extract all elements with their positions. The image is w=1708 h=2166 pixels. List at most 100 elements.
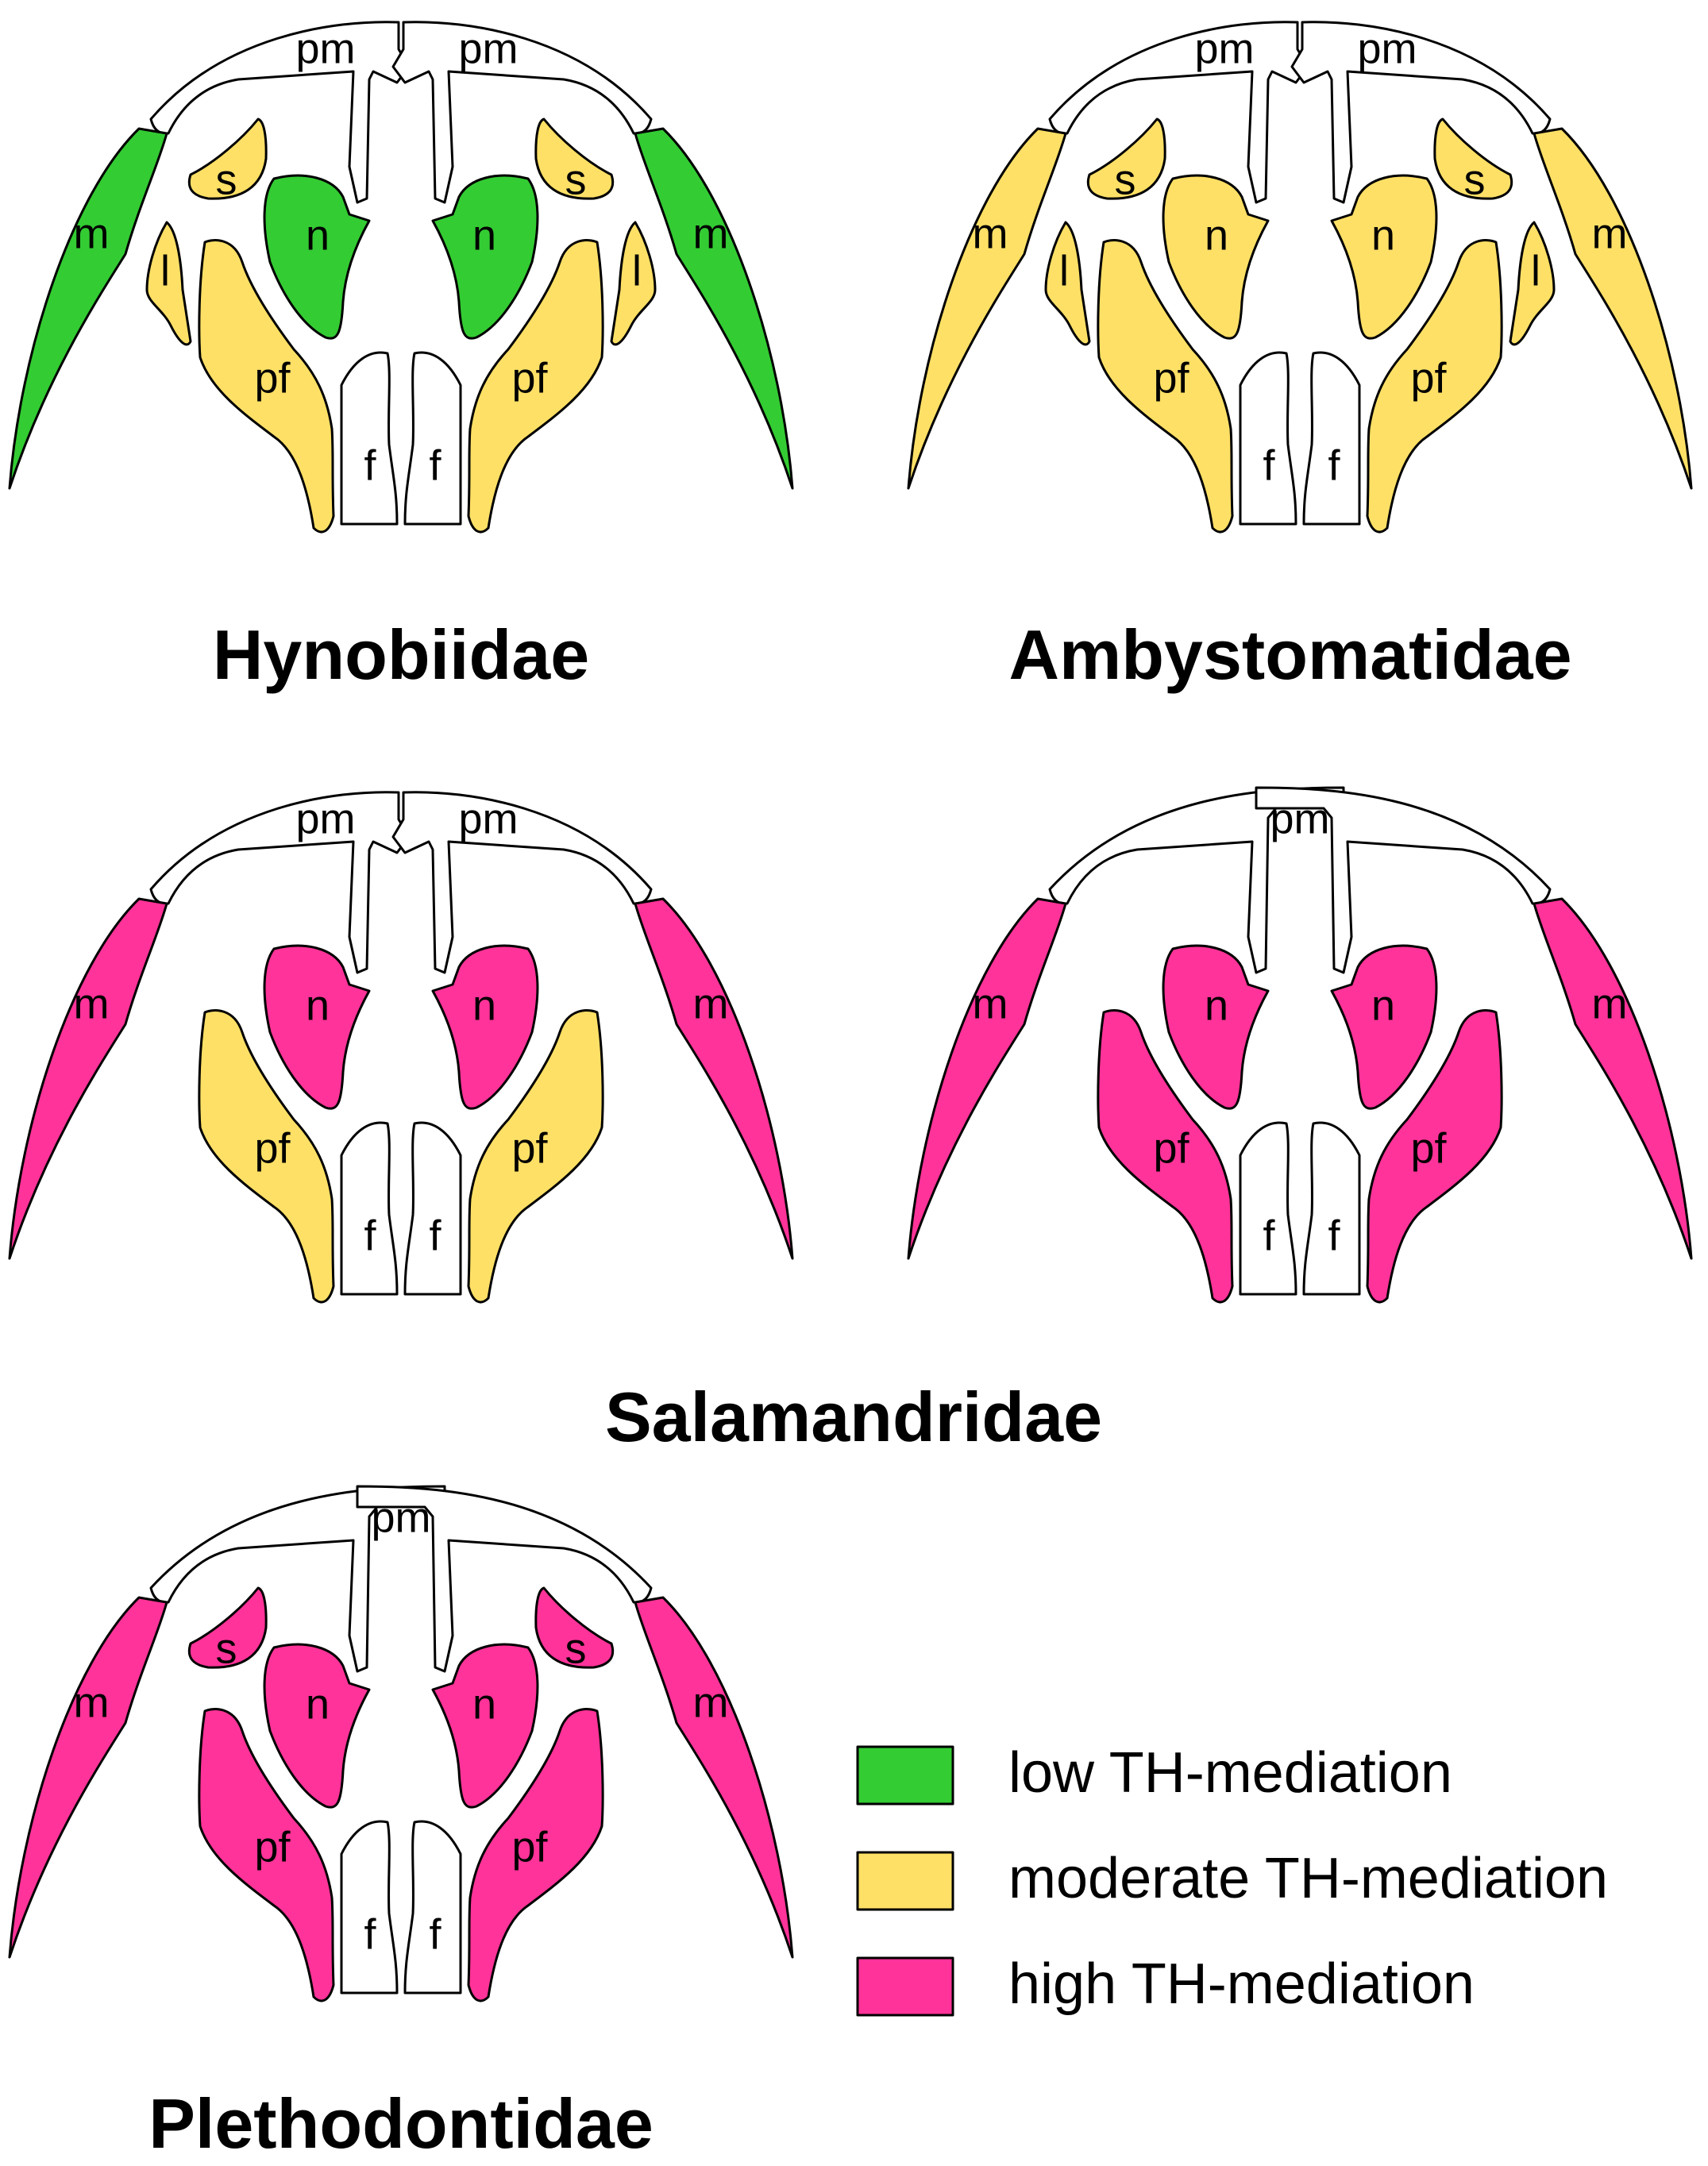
label-n-right: n	[1371, 211, 1395, 259]
bone-m-left	[907, 127, 1067, 490]
label-f-left: f	[1263, 1212, 1275, 1259]
bone-pf-left	[198, 239, 335, 534]
bone-n-left	[263, 944, 371, 1110]
legend-label-low: low TH-mediation	[1008, 1741, 1452, 1805]
bone-f-right	[403, 351, 462, 526]
label-s-right: s	[565, 156, 587, 203]
label-l-right: l	[1531, 247, 1540, 295]
bone-l-left	[145, 221, 192, 346]
label-n-left: n	[1205, 981, 1228, 1029]
bone-f-right	[1302, 1121, 1361, 1296]
label-s-left: s	[1115, 156, 1136, 203]
label-f-right: f	[429, 1910, 441, 1958]
bone-pm-left	[149, 21, 411, 204]
bone-pf-right	[1366, 1009, 1503, 1304]
bone-n-right	[431, 1643, 539, 1809]
label-pm-right: pm	[1357, 25, 1417, 72]
label-f-right: f	[1328, 1212, 1340, 1259]
bone-pf-left	[198, 1708, 335, 2002]
bone-n-left	[263, 174, 371, 340]
bone-pf-left	[1097, 239, 1234, 534]
label-pf-left: pf	[1153, 354, 1189, 402]
bone-pf-right	[467, 1009, 604, 1304]
bone-n-left	[263, 1643, 371, 1809]
bone-f-left	[340, 351, 399, 526]
bone-pm-right	[1255, 786, 1552, 974]
label-pf-right: pf	[511, 1124, 548, 1172]
bone-m-left	[907, 897, 1067, 1260]
legend-label-high: high TH-mediation	[1008, 1952, 1475, 2016]
legend-swatch-high	[856, 1956, 954, 2017]
label-f-right: f	[1328, 441, 1340, 489]
bone-pm-right	[391, 791, 653, 974]
label-pf-left: pf	[254, 354, 291, 402]
label-pm-right: pm	[458, 795, 518, 842]
label-s-right: s	[1464, 156, 1486, 203]
bone-f-left	[340, 1121, 399, 1296]
bone-n-left	[1162, 174, 1270, 340]
bone-f-right	[403, 1820, 462, 1994]
label-f-left: f	[364, 441, 376, 489]
bone-pm-left	[149, 1485, 446, 1673]
bone-m-right	[634, 127, 794, 490]
label-f-left: f	[364, 1910, 376, 1958]
label-f-right: f	[429, 1212, 441, 1259]
bone-pm-left	[149, 791, 411, 974]
bone-pf-right	[467, 1708, 604, 2002]
bone-m-right	[1533, 127, 1693, 490]
bone-s-right	[534, 1586, 615, 1669]
label-l-left: l	[1059, 247, 1069, 295]
bone-f-left	[1239, 351, 1297, 526]
bone-s-left	[187, 118, 268, 200]
bone-f-left	[340, 1820, 399, 1994]
bone-pm-right	[356, 1485, 653, 1673]
title-hynobiidae: Hynobiidae	[213, 615, 589, 694]
bone-pm-right	[391, 21, 653, 204]
label-pm-right: pm	[458, 25, 518, 72]
label-n-right: n	[1371, 981, 1395, 1029]
bone-s-left	[1086, 118, 1166, 200]
label-pm-left: pm	[295, 25, 355, 72]
bone-m-right	[634, 1596, 794, 1959]
label-m-right: m	[693, 1678, 729, 1726]
bone-n-right	[431, 174, 539, 340]
label-pf-right: pf	[511, 354, 548, 402]
bone-pf-right	[467, 239, 604, 534]
legend: low TH-mediation moderate TH-mediation h…	[856, 1741, 1608, 2017]
label-pf-left: pf	[1153, 1124, 1189, 1172]
bone-n-right	[1330, 944, 1438, 1110]
bone-pm-left	[1048, 21, 1309, 204]
label-pf-left: pf	[254, 1823, 291, 1871]
bone-s-left	[187, 1586, 268, 1669]
bone-l-left	[1044, 221, 1091, 346]
legend-swatch-moderate	[856, 1851, 954, 1911]
label-m-right: m	[693, 210, 729, 257]
label-m-right: m	[1592, 210, 1628, 257]
label-m-right: m	[693, 980, 729, 1027]
label-f-left: f	[1263, 441, 1275, 489]
bone-f-right	[403, 1121, 462, 1296]
label-pf-right: pf	[1410, 354, 1447, 402]
label-pf-left: pf	[254, 1124, 291, 1172]
bone-m-left	[8, 127, 168, 490]
legend-swatch-low	[856, 1745, 954, 1806]
label-l-left: l	[160, 247, 170, 295]
bone-pf-left	[198, 1009, 335, 1304]
label-m-left: m	[74, 980, 110, 1027]
title-plethodontidae: Plethodontidae	[148, 2084, 654, 2162]
bone-n-right	[431, 944, 539, 1110]
bone-l-right	[1509, 221, 1556, 346]
bone-m-right	[1533, 897, 1693, 1260]
label-pf-right: pf	[1410, 1124, 1447, 1172]
label-pm: pm	[371, 1493, 430, 1541]
label-pm-left: pm	[1194, 25, 1254, 72]
title-salamandridae: Salamandridae	[605, 1378, 1102, 1456]
label-m-left: m	[973, 980, 1008, 1027]
label-n-left: n	[1205, 211, 1228, 259]
